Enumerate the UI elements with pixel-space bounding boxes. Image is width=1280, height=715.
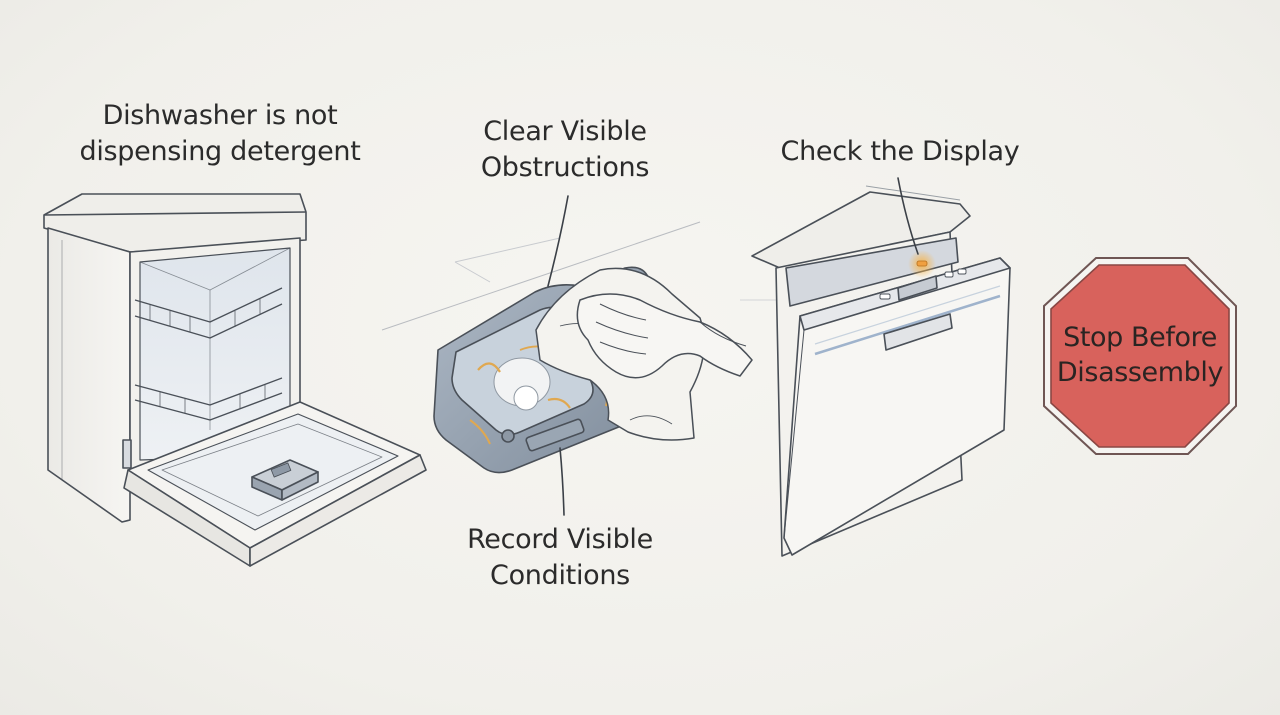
label-clear-obstructions: Clear Visible Obstructions [440, 114, 690, 186]
label-line-1: Clear Visible [483, 116, 647, 147]
label-check-display: Check the Display [780, 136, 1020, 167]
leader-line-record [559, 447, 565, 516]
leader-lines [547, 177, 919, 516]
stop-sign-text: Stop Before Disassembly [1044, 320, 1236, 390]
stop-sign-icon [1043, 257, 1237, 455]
wiping-hand-icon [535, 267, 753, 441]
leader-line-display [897, 177, 919, 255]
open-dishwasher-icon [43, 193, 427, 567]
stop-line-1: Stop Before [1063, 322, 1217, 353]
label-record-conditions: Record Visible Conditions [435, 522, 685, 594]
label-not-dispensing: Dishwasher is not dispensing detergent [60, 98, 380, 170]
label-line-1: Record Visible [467, 524, 653, 555]
label-line-2: dispensing detergent [79, 136, 361, 167]
leader-line-obstructions [547, 195, 569, 287]
label-line-1: Dishwasher is not [102, 100, 338, 131]
label-line-2: Obstructions [480, 152, 650, 183]
label-line-2: Conditions [490, 560, 630, 591]
stop-line-2: Disassembly [1056, 357, 1224, 388]
closed-dishwasher-icon [751, 185, 1011, 557]
